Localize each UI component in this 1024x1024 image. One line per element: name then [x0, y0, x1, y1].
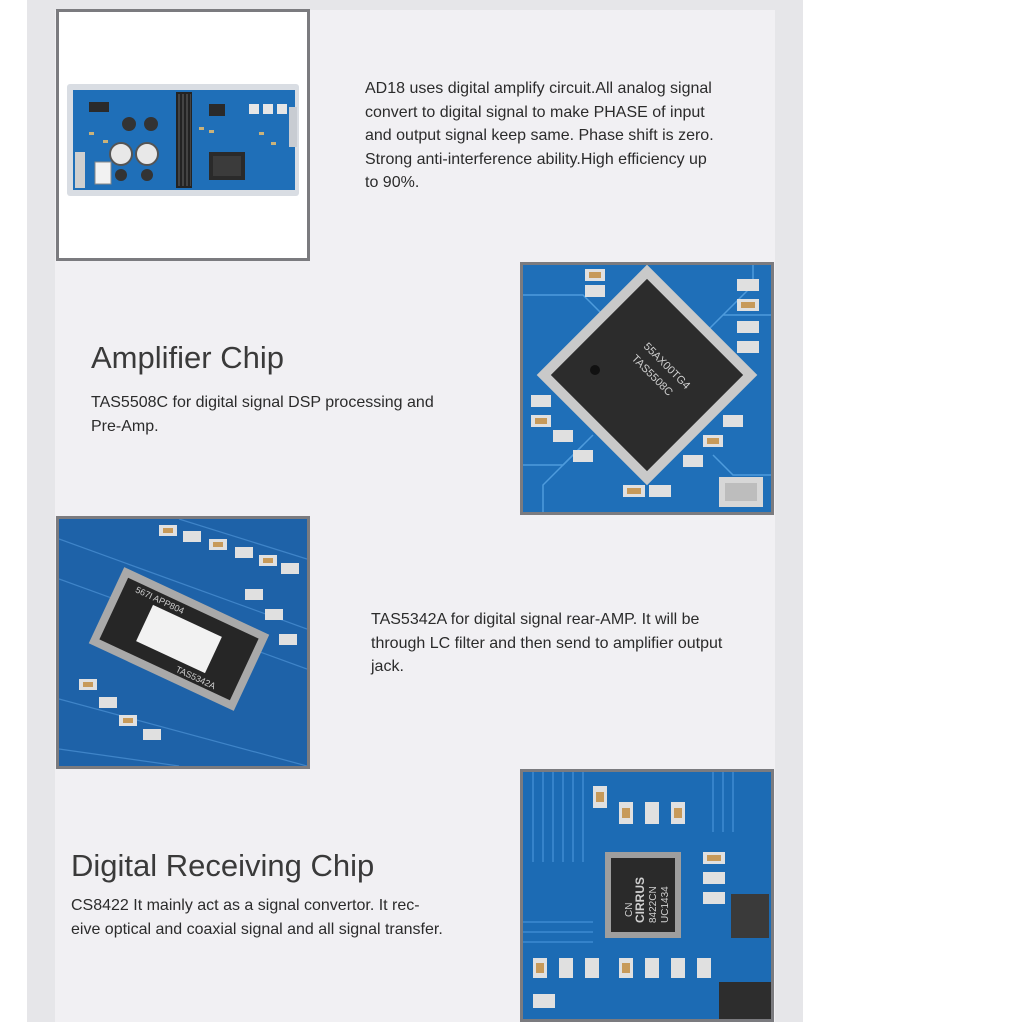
tas5342a-chip-photo: 567I APP804 TAS5342A	[56, 516, 310, 769]
tas5508c-illustration: 55AX00TG4 TAS5508C	[523, 265, 771, 512]
board-illustration	[59, 12, 307, 258]
chip-marking-4: UC1434	[660, 886, 671, 923]
chip-marking-3: 8422CN	[648, 886, 659, 923]
cs8422-chip-photo: CN CIRRUS 8422CN UC1434	[520, 769, 774, 1022]
amplifier-chip-title: Amplifier Chip	[91, 340, 284, 375]
cs8422-illustration: CN CIRRUS 8422CN UC1434	[523, 772, 771, 1019]
tas5508c-chip-photo: 55AX00TG4 TAS5508C	[520, 262, 774, 515]
amplifier-chip-description: TAS5508C for digital signal DSP processi…	[91, 394, 434, 435]
tas5342a-illustration: 567I APP804 TAS5342A	[59, 519, 307, 766]
board-description: AD18 uses digital amplify circuit.All an…	[365, 80, 714, 191]
digital-receiving-chip-title: Digital Receiving Chip	[71, 848, 375, 883]
rear-amp-description: TAS5342A for digital signal rear-AMP. It…	[371, 611, 723, 675]
chip-marking-1: CN	[624, 903, 635, 917]
board-photo	[56, 9, 310, 261]
chip-marking-2: CIRRUS	[633, 877, 647, 923]
digital-receiving-chip-description: CS8422 It mainly act as a signal convert…	[71, 897, 443, 938]
